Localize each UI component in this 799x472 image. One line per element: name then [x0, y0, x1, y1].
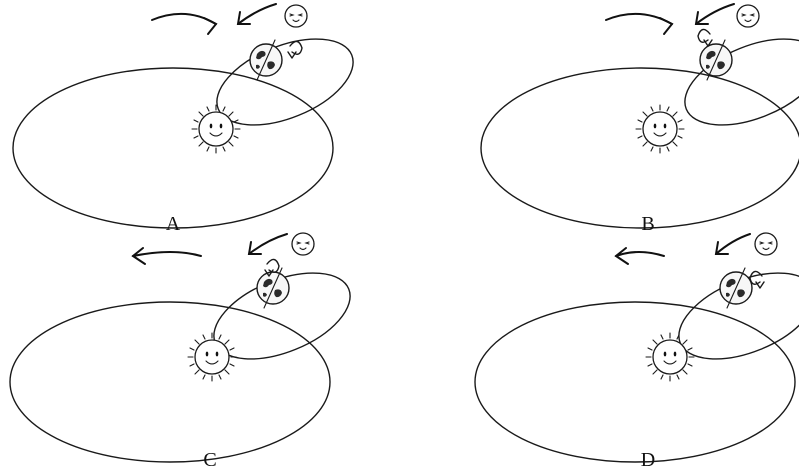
arrow-icon: [287, 40, 303, 59]
arrow-icon: [131, 247, 202, 265]
arrow-icon: [697, 28, 713, 47]
panel-label: B: [641, 213, 654, 235]
arrow-icon: [151, 12, 218, 35]
arrow-icon: [749, 270, 765, 289]
moon-icon: [736, 4, 760, 28]
arrow-icon: [614, 247, 665, 265]
panel-label: A: [166, 213, 181, 235]
arrow-icon: [264, 258, 280, 277]
moon-icon: [754, 232, 778, 256]
panel-b: B: [480, 3, 799, 235]
arrow-icon: [247, 233, 288, 255]
panel-label: D: [641, 449, 655, 471]
arrow-icon: [694, 3, 735, 25]
panel-label: C: [203, 449, 216, 471]
sun-icon: [635, 104, 685, 154]
panel-d: D: [474, 232, 799, 471]
earth-icon: [719, 267, 753, 309]
sun-icon: [187, 332, 237, 382]
arrow-icon: [714, 233, 751, 255]
panel-a: A: [12, 3, 366, 235]
earth-icon: [256, 267, 290, 309]
sun-icon: [191, 104, 241, 154]
panel-c: C: [9, 232, 363, 471]
moon-icon: [284, 4, 308, 28]
arrow-icon: [605, 12, 674, 35]
arrow-icon: [236, 3, 277, 25]
sun-icon: [645, 332, 695, 382]
moon-icon: [291, 232, 315, 256]
